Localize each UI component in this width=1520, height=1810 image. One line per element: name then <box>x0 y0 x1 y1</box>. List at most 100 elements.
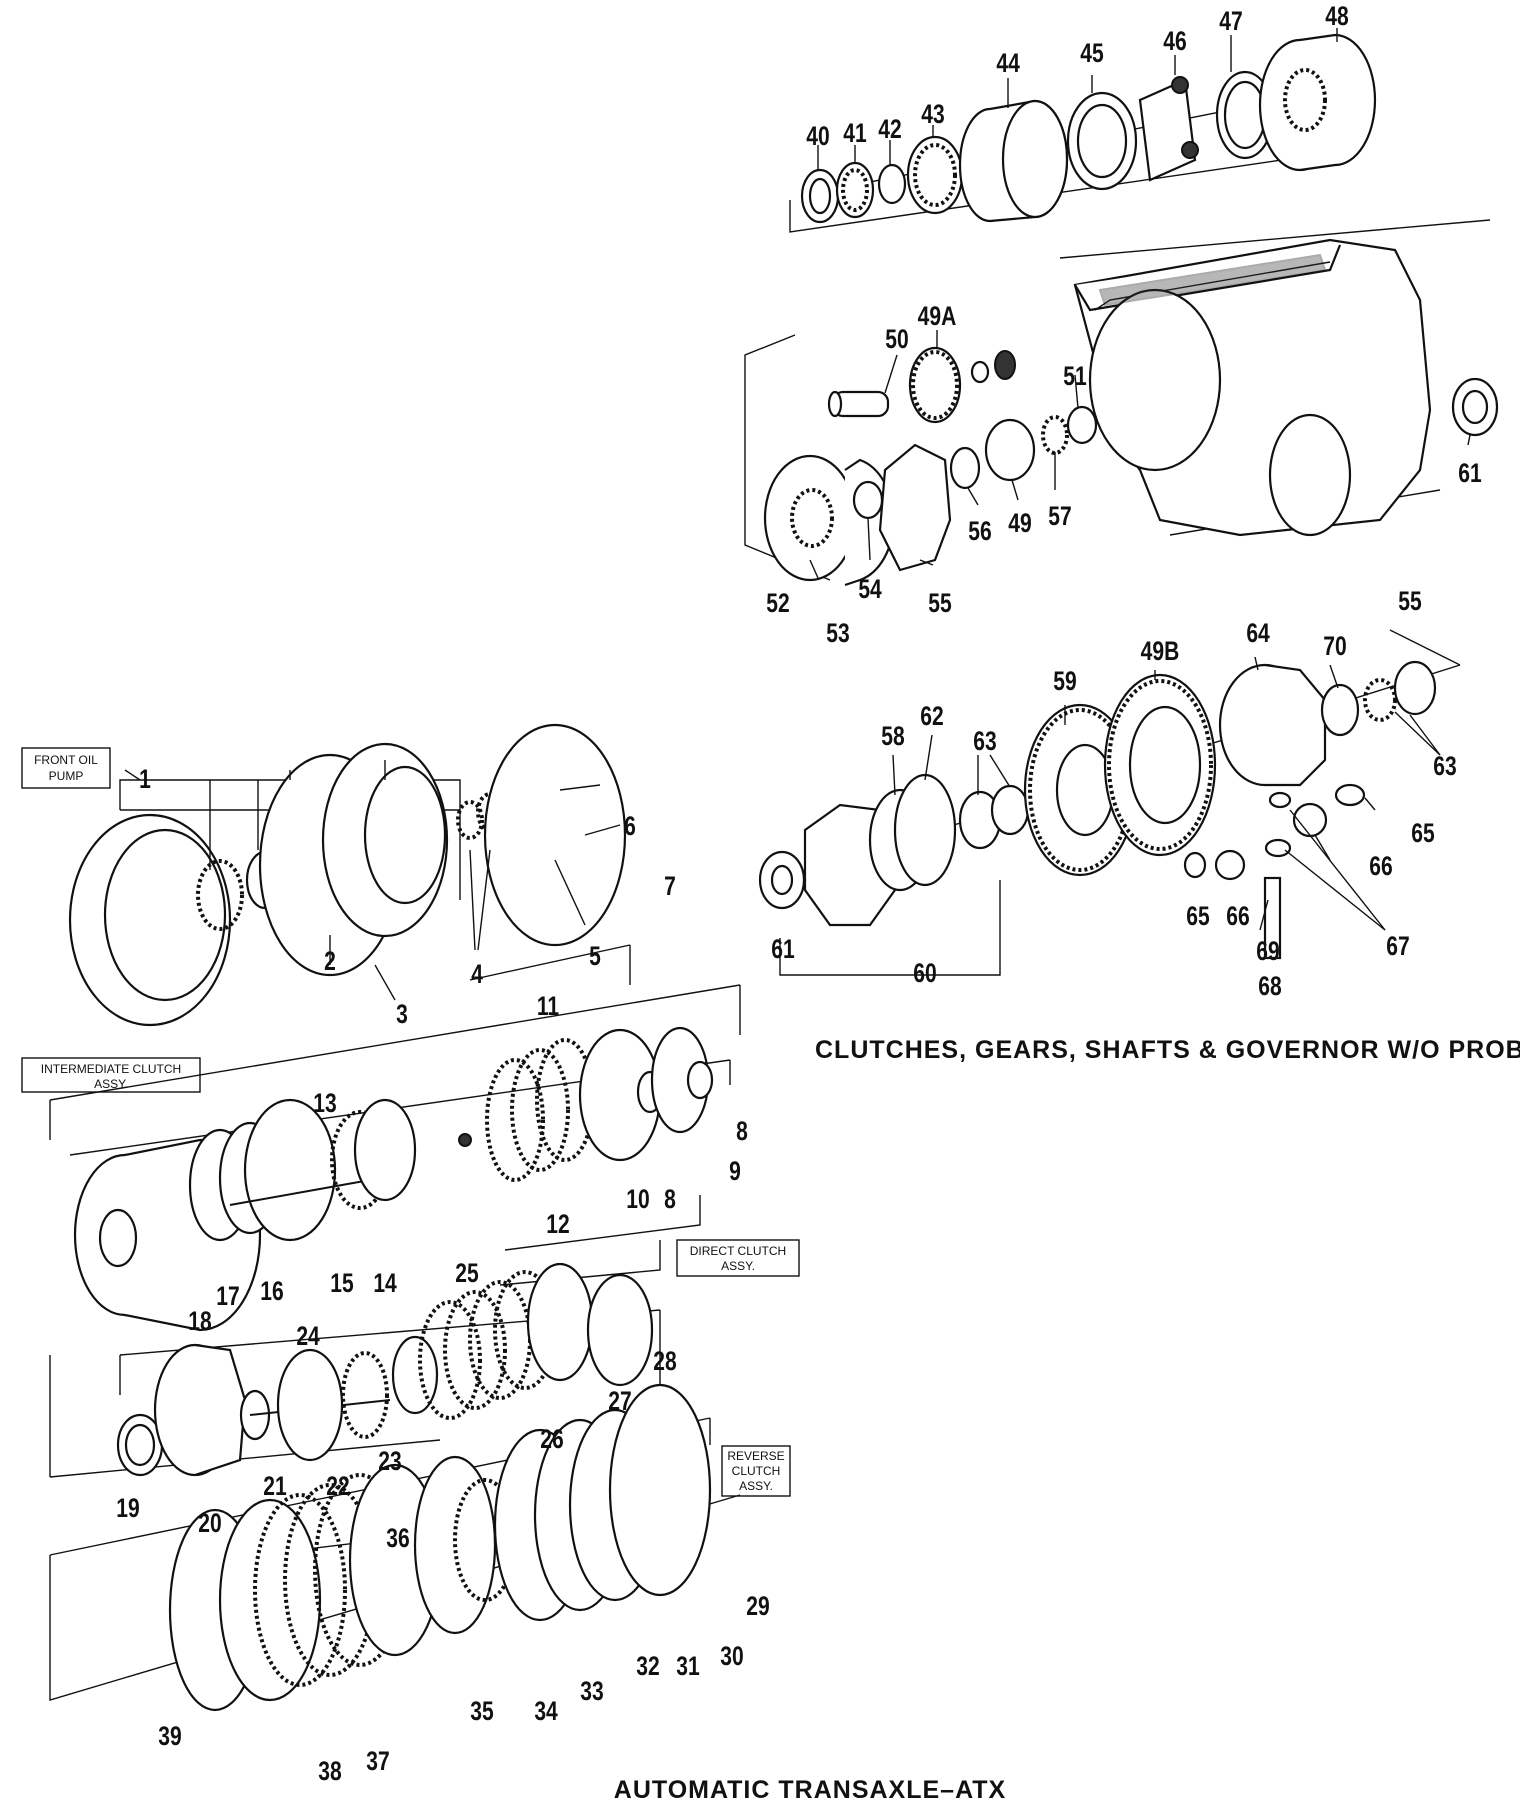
part-label-19: 19 <box>116 1494 139 1524</box>
front-oil-pump-group <box>21 723 631 1027</box>
part-label-49: 49 <box>1008 509 1031 539</box>
part-label-40: 40 <box>806 122 829 152</box>
intermediate-clutch-box-line-2: ASSY. <box>94 1077 128 1091</box>
part-label-62: 62 <box>920 702 943 732</box>
part-label-63-left: 63 <box>973 727 996 757</box>
part-label-20: 20 <box>198 1509 221 1539</box>
part-label-55-case: 55 <box>1398 587 1421 617</box>
part-label-55-plate: 55 <box>928 589 951 619</box>
part-label-63-right: 63 <box>1433 752 1456 782</box>
part-label-49b: 49B <box>1141 637 1180 667</box>
part-label-65-right: 65 <box>1411 819 1434 849</box>
part-label-50: 50 <box>885 325 908 355</box>
part-label-30: 30 <box>720 1642 743 1672</box>
clutches-gears-caption: CLUTCHES, GEARS, SHAFTS & GOVERNOR W/O P… <box>815 1036 1520 1064</box>
part-label-68: 68 <box>1258 972 1281 1002</box>
part-label-2: 2 <box>324 947 336 977</box>
part-label-23: 23 <box>378 1447 401 1477</box>
part-label-67: 67 <box>1386 932 1409 962</box>
reverse-clutch-box-line-1: REVERSE <box>727 1449 784 1463</box>
direct-clutch-box-line-1: DIRECT CLUTCH <box>690 1244 786 1258</box>
intermediate-clutch-group <box>21 984 741 1332</box>
reverse-clutch-box-line-2: CLUTCH <box>732 1464 781 1478</box>
part-label-18: 18 <box>188 1307 211 1337</box>
part-label-61-lower: 61 <box>771 935 794 965</box>
part-label-53: 53 <box>826 619 849 649</box>
clutch-drum-row <box>789 28 1377 233</box>
front-oil-pump-box-line-2: PUMP <box>49 769 84 783</box>
part-label-43: 43 <box>921 100 944 130</box>
part-label-70: 70 <box>1323 632 1346 662</box>
part-label-8-left: 8 <box>664 1185 676 1215</box>
transfer-gear-and-case-group <box>744 219 1499 587</box>
part-label-65-left: 65 <box>1186 902 1209 932</box>
part-label-15: 15 <box>330 1269 353 1299</box>
part-label-47: 47 <box>1219 7 1242 37</box>
part-label-8-right: 8 <box>736 1117 748 1147</box>
part-label-22: 22 <box>326 1472 349 1502</box>
part-number-labels: 40 41 42 43 44 45 46 47 48 50 49A 51 61 … <box>116 2 1481 1787</box>
part-label-44: 44 <box>996 49 1020 79</box>
part-label-26: 26 <box>540 1425 563 1455</box>
part-label-61-upper: 61 <box>1458 459 1481 489</box>
part-label-29: 29 <box>746 1592 769 1622</box>
part-label-37: 37 <box>366 1747 389 1777</box>
part-label-48: 48 <box>1325 2 1348 32</box>
part-label-52: 52 <box>766 589 789 619</box>
part-label-32: 32 <box>636 1652 659 1682</box>
reverse-clutch-group <box>49 1383 791 1712</box>
part-label-42: 42 <box>878 115 901 145</box>
part-label-54: 54 <box>858 575 882 605</box>
direct-clutch-box-line-2: ASSY. <box>721 1259 755 1273</box>
part-label-34: 34 <box>534 1697 558 1727</box>
part-label-45: 45 <box>1080 39 1103 69</box>
part-label-28: 28 <box>653 1347 676 1377</box>
part-label-60: 60 <box>913 959 936 989</box>
part-label-66-right: 66 <box>1369 852 1392 882</box>
part-label-11: 11 <box>537 992 559 1022</box>
front-oil-pump-box: FRONT OIL PUMP <box>34 753 98 783</box>
part-label-49a: 49A <box>918 302 957 332</box>
intermediate-clutch-box-line-1: INTERMEDIATE CLUTCH <box>41 1062 181 1076</box>
part-label-13: 13 <box>313 1089 336 1119</box>
part-label-25: 25 <box>455 1259 478 1289</box>
intermediate-clutch-box: INTERMEDIATE CLUTCH ASSY. <box>41 1062 181 1091</box>
part-label-9: 9 <box>729 1157 741 1187</box>
part-label-35: 35 <box>470 1697 493 1727</box>
part-label-7: 7 <box>664 872 676 902</box>
part-label-12: 12 <box>546 1210 569 1240</box>
part-label-5: 5 <box>589 942 601 972</box>
part-label-58: 58 <box>881 722 904 752</box>
part-label-6: 6 <box>624 812 636 842</box>
reverse-clutch-box: REVERSE CLUTCH ASSY. <box>727 1449 784 1493</box>
part-label-57: 57 <box>1048 502 1071 532</box>
part-label-27: 27 <box>608 1387 631 1417</box>
direct-clutch-group <box>49 1239 800 1478</box>
part-label-39: 39 <box>158 1722 181 1752</box>
part-label-41: 41 <box>843 119 866 149</box>
part-label-36: 36 <box>386 1524 409 1554</box>
part-label-10: 10 <box>626 1185 649 1215</box>
part-label-4: 4 <box>471 960 483 990</box>
part-label-33: 33 <box>580 1677 603 1707</box>
part-label-21: 21 <box>263 1472 286 1502</box>
part-label-64: 64 <box>1246 619 1270 649</box>
part-label-51: 51 <box>1063 362 1086 392</box>
part-label-46: 46 <box>1163 27 1186 57</box>
front-oil-pump-box-line-1: FRONT OIL <box>34 753 98 767</box>
reverse-clutch-box-line-3: ASSY. <box>739 1479 773 1493</box>
part-label-56: 56 <box>968 517 991 547</box>
part-label-38: 38 <box>318 1757 341 1787</box>
part-label-69: 69 <box>1256 937 1279 967</box>
part-label-3: 3 <box>396 1000 408 1030</box>
part-label-66-left: 66 <box>1226 902 1249 932</box>
part-label-16: 16 <box>260 1277 283 1307</box>
part-label-14: 14 <box>373 1269 397 1299</box>
automatic-transaxle-caption: AUTOMATIC TRANSAXLE–ATX <box>614 1776 1006 1804</box>
direct-clutch-box: DIRECT CLUTCH ASSY. <box>690 1244 786 1273</box>
part-label-17: 17 <box>216 1282 239 1312</box>
differential-group <box>758 629 1461 976</box>
part-label-59: 59 <box>1053 667 1076 697</box>
part-label-31: 31 <box>676 1652 699 1682</box>
